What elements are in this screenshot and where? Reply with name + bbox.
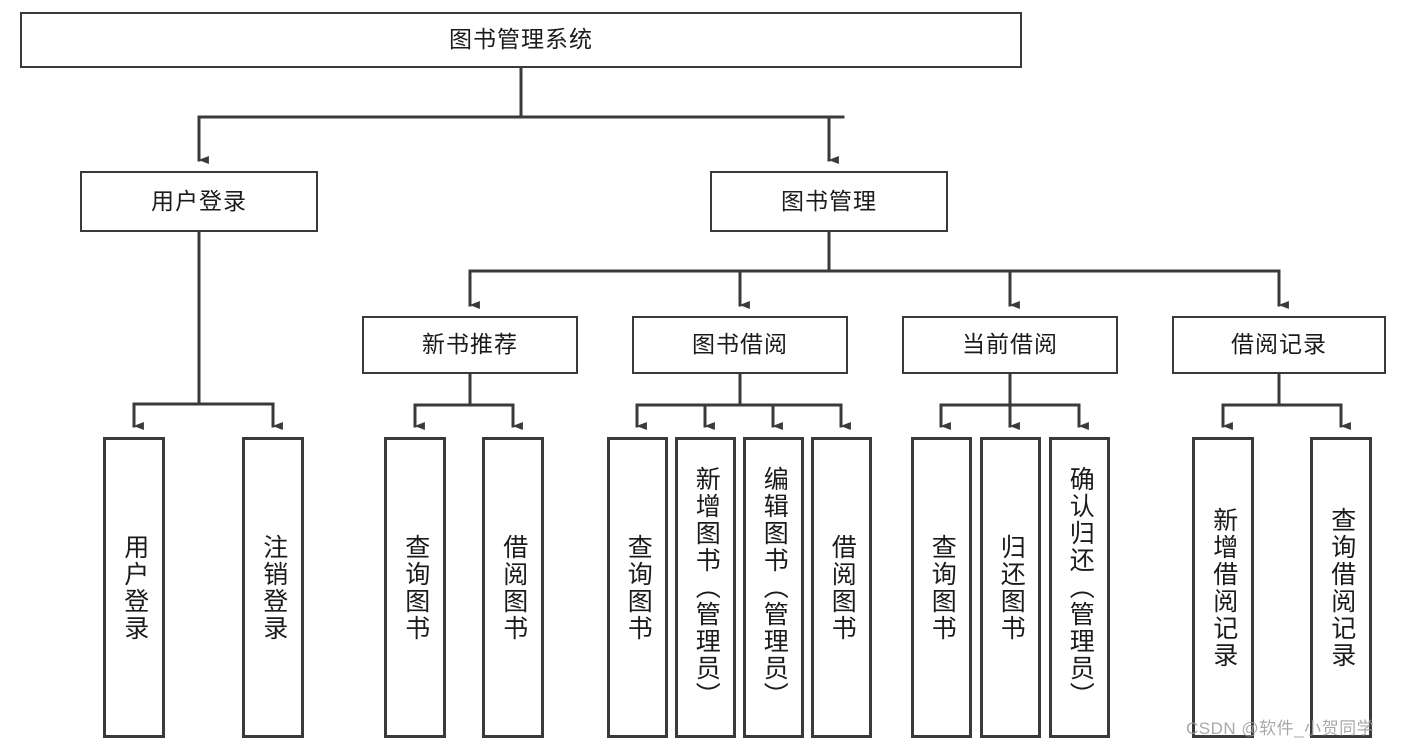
- leaf-new-query-book[interactable]: 查询图书: [384, 437, 446, 738]
- node-root-label: 图书管理系统: [449, 26, 593, 53]
- leaf-user-logout[interactable]: 注销登录: [242, 437, 304, 738]
- leaf-record-query-label: 查询借阅记录: [1327, 506, 1356, 669]
- leaf-current-return-book[interactable]: 归还图书: [980, 437, 1041, 738]
- leaf-borrow-edit-book[interactable]: 编辑图书（管理员）: [743, 437, 804, 738]
- node-borrow-record-label: 借阅记录: [1231, 331, 1327, 358]
- leaf-borrow-edit-book-label: 编辑图书（管理员）: [760, 466, 789, 709]
- node-book-management[interactable]: 图书管理: [710, 171, 948, 232]
- node-current-borrow-label: 当前借阅: [962, 331, 1058, 358]
- leaf-borrow-borrow-book-label: 借阅图书: [828, 533, 857, 642]
- node-user-login-label: 用户登录: [151, 187, 247, 214]
- leaf-record-add[interactable]: 新增借阅记录: [1192, 437, 1254, 738]
- leaf-new-borrow-book-label: 借阅图书: [499, 533, 528, 642]
- leaf-current-confirm-return[interactable]: 确认归还（管理员）: [1049, 437, 1110, 738]
- leaf-borrow-borrow-book[interactable]: 借阅图书: [811, 437, 872, 738]
- leaf-borrow-add-book-label: 新增图书（管理员）: [692, 466, 721, 709]
- leaf-borrow-query-book[interactable]: 查询图书: [607, 437, 668, 738]
- node-new-book-recommend[interactable]: 新书推荐: [362, 316, 578, 374]
- node-borrow-record[interactable]: 借阅记录: [1172, 316, 1386, 374]
- leaf-current-confirm-return-label: 确认归还（管理员）: [1066, 466, 1095, 709]
- node-book-borrow-label: 图书借阅: [692, 331, 788, 358]
- leaf-record-add-label: 新增借阅记录: [1209, 506, 1238, 669]
- leaf-borrow-add-book[interactable]: 新增图书（管理员）: [675, 437, 736, 738]
- leaf-user-login[interactable]: 用户登录: [103, 437, 165, 738]
- node-user-login[interactable]: 用户登录: [80, 171, 318, 232]
- leaf-current-query-book-label: 查询图书: [928, 533, 957, 642]
- node-current-borrow[interactable]: 当前借阅: [902, 316, 1118, 374]
- leaf-current-return-book-label: 归还图书: [997, 533, 1026, 642]
- watermark: CSDN @软件_小贺同学: [1186, 719, 1375, 738]
- leaf-user-login-label: 用户登录: [120, 533, 149, 642]
- node-root[interactable]: 图书管理系统: [20, 12, 1022, 68]
- node-book-management-label: 图书管理: [781, 187, 877, 214]
- leaf-user-logout-label: 注销登录: [259, 533, 288, 642]
- leaf-borrow-query-book-label: 查询图书: [624, 533, 653, 642]
- leaf-new-borrow-book[interactable]: 借阅图书: [482, 437, 544, 738]
- node-book-borrow[interactable]: 图书借阅: [632, 316, 848, 374]
- leaf-current-query-book[interactable]: 查询图书: [911, 437, 972, 738]
- node-new-book-recommend-label: 新书推荐: [422, 331, 518, 358]
- leaf-new-query-book-label: 查询图书: [401, 533, 430, 642]
- leaf-record-query[interactable]: 查询借阅记录: [1310, 437, 1372, 738]
